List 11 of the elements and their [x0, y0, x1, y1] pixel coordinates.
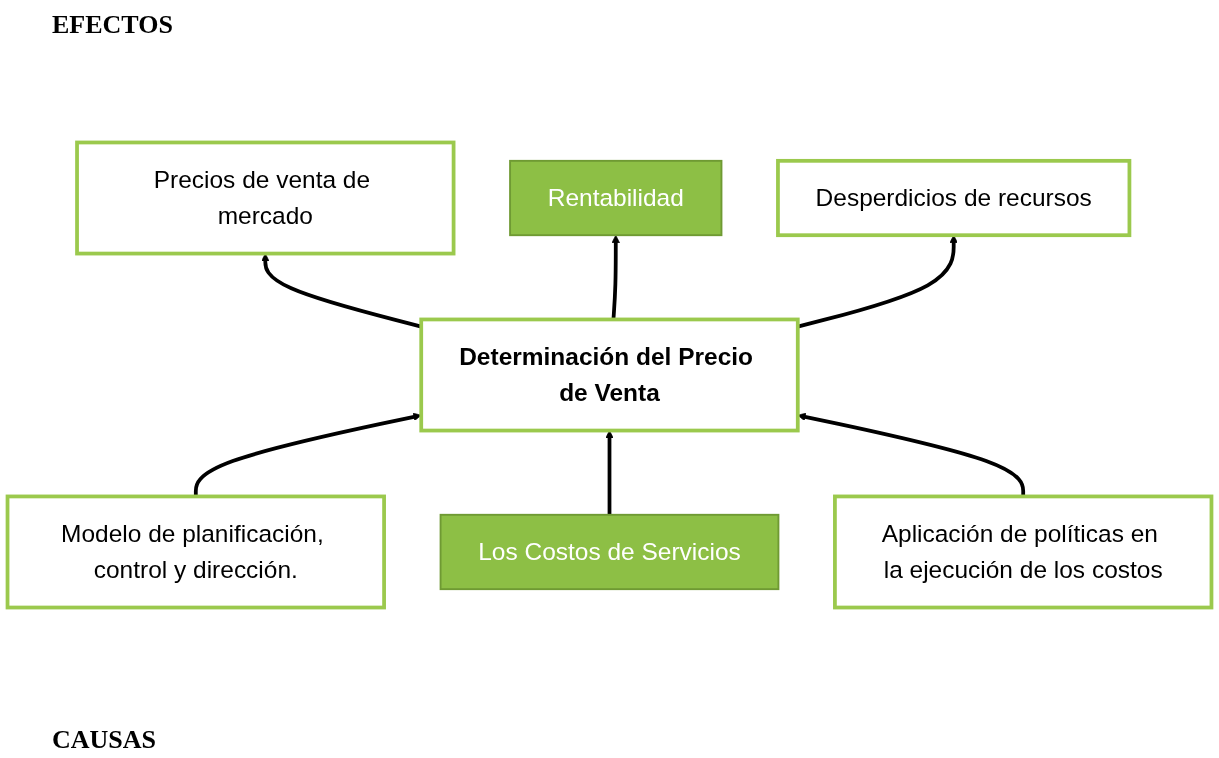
- node-box: Los Costos de Servicios: [439, 513, 780, 591]
- node-box: Aplicación de políticas en la ejecución de los costos: [833, 494, 1214, 610]
- node-box: Determinación del Precio de Venta: [419, 317, 800, 433]
- section-heading: EFECTOS: [52, 10, 173, 40]
- section-heading: CAUSAS: [52, 725, 157, 755]
- arrow: [605, 430, 614, 515]
- node-box: Precios de venta de mercado: [75, 140, 456, 256]
- node-box: Modelo de planificación, control y dirección.: [5, 494, 386, 610]
- node-box: Rentabilidad: [509, 159, 723, 237]
- arrow: [611, 234, 620, 320]
- node-box: Desperdicios de recursos: [776, 158, 1132, 238]
